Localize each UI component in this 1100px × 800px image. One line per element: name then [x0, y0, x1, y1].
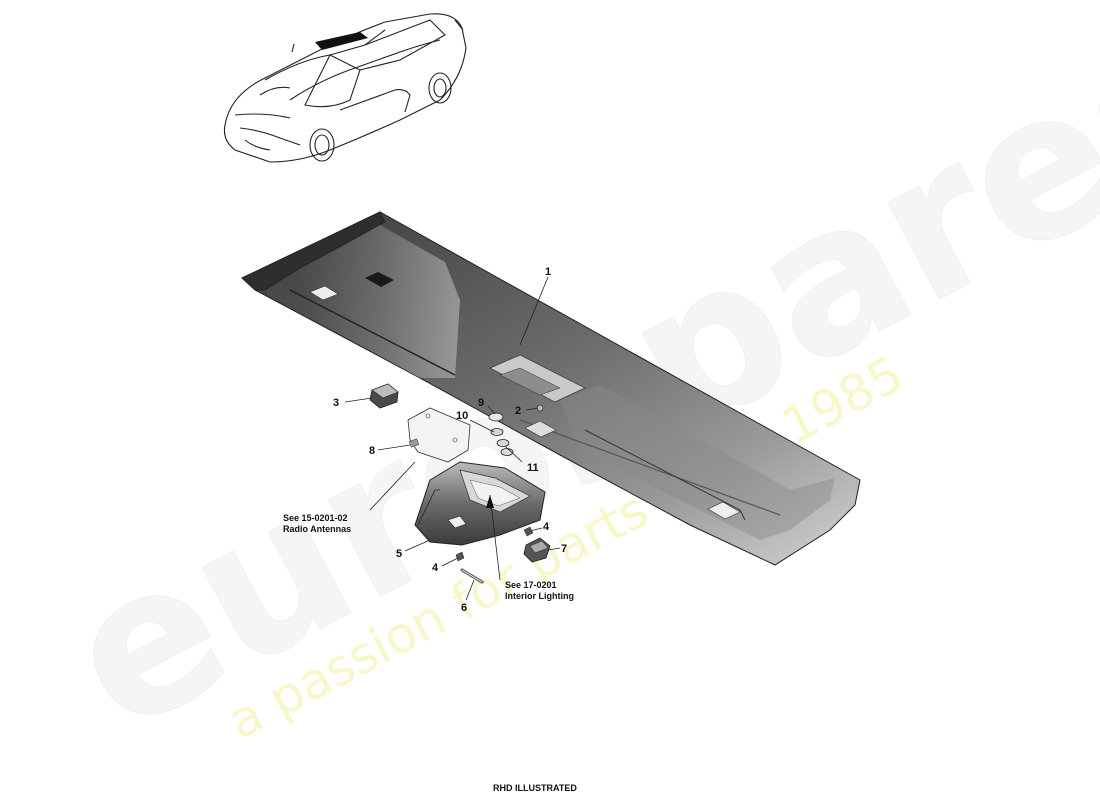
reference-car-illustration: [223, 13, 467, 163]
roof-trim-panel: [241, 211, 861, 566]
reference-car-highlight: [315, 32, 368, 50]
part-clip-3: [369, 383, 399, 409]
reference-note-lighting: See 17-0201 Interior Lighting: [505, 580, 574, 601]
callout-8: 8: [369, 445, 375, 457]
callout-5: 5: [396, 548, 402, 560]
callout-labels: 1 2 3 4 4 5 6 7 8 9 10 11: [333, 266, 567, 614]
reference-radio-line1: See 15-0201-02: [283, 513, 348, 523]
part-bracket-8: [407, 407, 471, 463]
callout-9: 9: [478, 397, 484, 409]
callout-1: 1: [545, 266, 551, 278]
callout-6: 6: [461, 602, 467, 614]
footer-label: RHD ILLUSTRATED: [493, 783, 577, 793]
reference-radio-line2: Radio Antennas: [283, 524, 351, 534]
leader-lines: [344, 276, 561, 601]
reference-note-radio: See 15-0201-02 Radio Antennas: [283, 513, 351, 534]
callout-4-upper: 4: [543, 521, 550, 533]
callout-7: 7: [561, 543, 567, 555]
callout-3: 3: [333, 397, 339, 409]
reference-lighting-line1: See 17-0201: [505, 580, 557, 590]
part-screws-4: [455, 526, 534, 562]
callout-2: 2: [515, 405, 521, 417]
fastener-parts: [488, 404, 544, 456]
part-switch-7: [523, 537, 551, 563]
callout-10: 10: [456, 410, 468, 422]
overhead-console-housing: [414, 461, 546, 546]
callout-4-lower: 4: [432, 562, 439, 574]
part-bulb-6: [460, 568, 484, 584]
reference-lighting-line2: Interior Lighting: [505, 591, 574, 601]
callout-11: 11: [527, 462, 539, 474]
